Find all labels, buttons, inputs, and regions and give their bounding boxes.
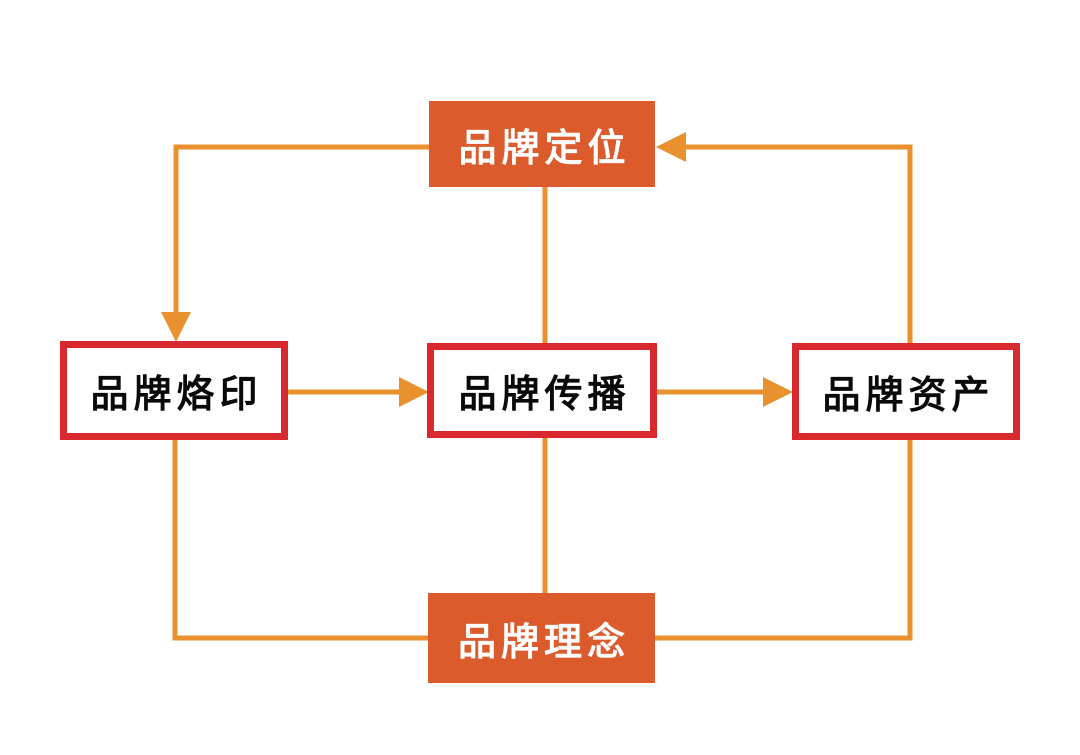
edge-imprint-philosophy	[172, 439, 430, 641]
node-label: 品牌烙印	[90, 374, 263, 416]
arrow-right-icon	[399, 377, 429, 407]
node-brand-assets: 品牌资产	[792, 343, 1020, 440]
node-brand-positioning: 品牌定位	[429, 101, 655, 187]
arrow-left-icon	[656, 132, 686, 162]
node-brand-philosophy: 品牌理念	[428, 593, 655, 683]
node-label: 品牌理念	[457, 621, 630, 664]
node-brand-imprint: 品牌烙印	[60, 341, 288, 440]
node-brand-communication: 品牌传播	[427, 343, 657, 438]
node-label: 品牌资产	[822, 375, 995, 417]
edge-positioning-to-imprint	[173, 144, 429, 314]
arrow-down-icon	[161, 312, 191, 342]
node-label: 品牌传播	[458, 374, 631, 416]
arrow-right-icon	[763, 377, 793, 407]
node-label: 品牌定位	[458, 127, 631, 170]
